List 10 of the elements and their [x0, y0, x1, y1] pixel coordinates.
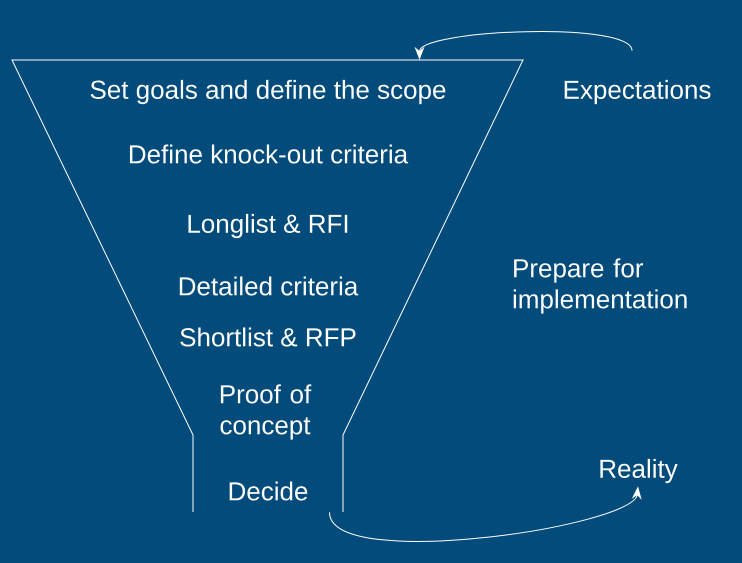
stage-label: Longlist & RFI	[188, 214, 348, 238]
stage-label: Proof of concept	[220, 384, 312, 440]
text-label: Reality	[600, 458, 678, 484]
text-label: Prepare for implementation	[514, 258, 687, 314]
stage-label: Shortlist & RFP	[180, 327, 356, 347]
stage-label: Decide	[230, 481, 308, 501]
stage-label: Set goals and define the scope	[90, 80, 446, 104]
stage-label: Define knock-out criteria	[130, 144, 408, 164]
text-label: Expectations	[564, 80, 710, 104]
stage-label: Detailed criteria	[180, 276, 358, 296]
